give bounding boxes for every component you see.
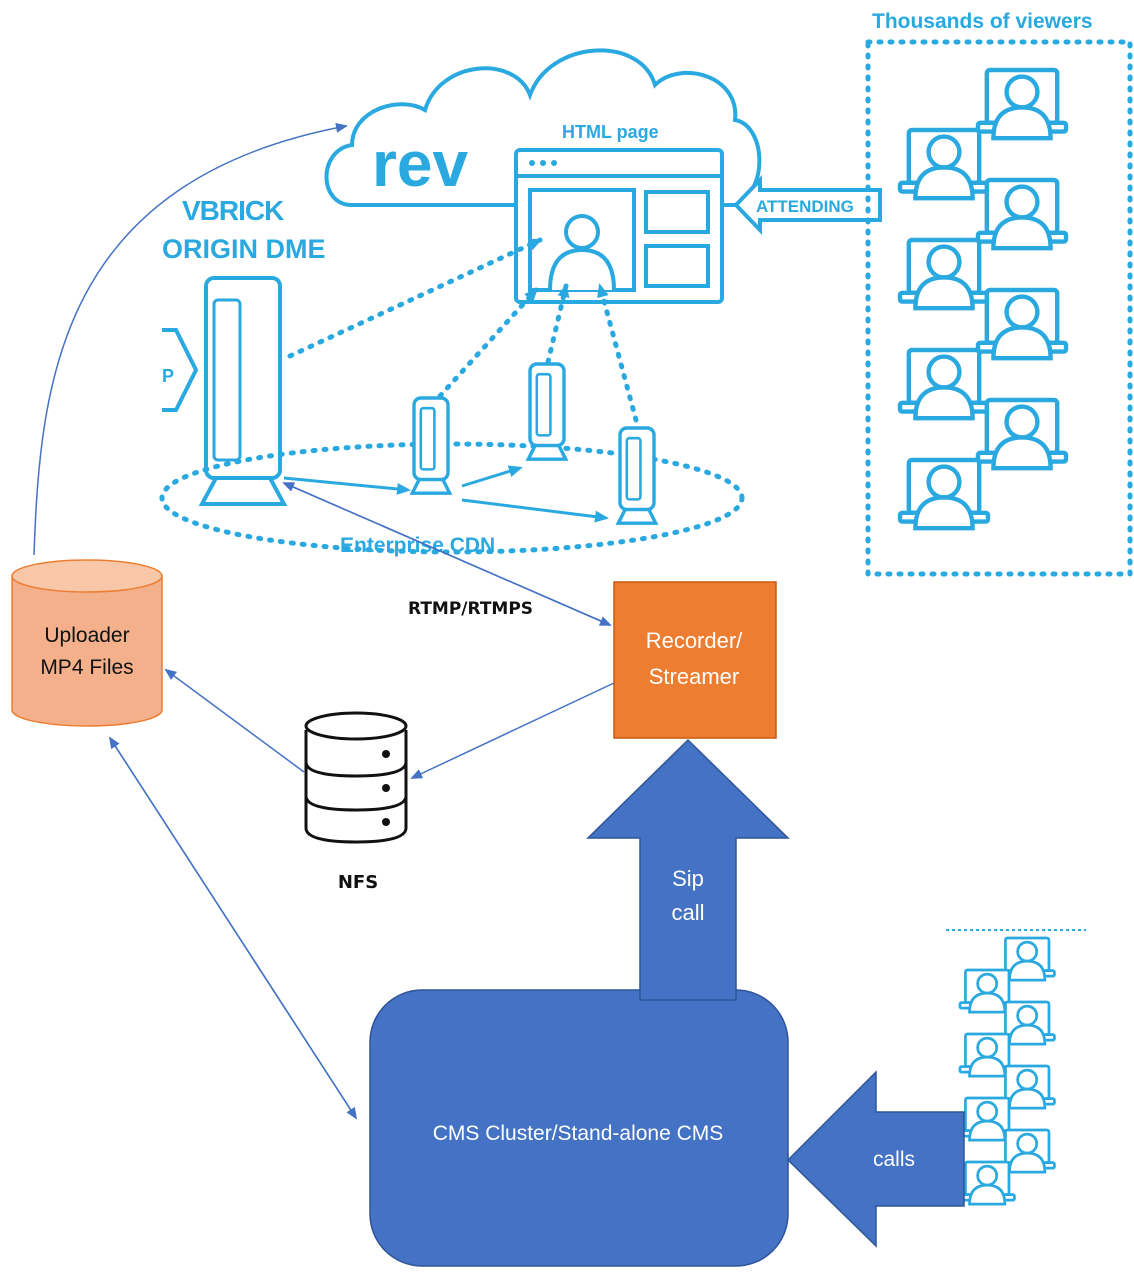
edge-engine-2-icon — [526, 362, 568, 461]
cylinder-storage-icon — [11, 559, 163, 727]
database-server-icon — [304, 711, 408, 844]
enterprise-cdn-label: Enterprise CDN — [340, 534, 495, 557]
viewer-laptop-icon — [900, 70, 1066, 528]
connector-arrows — [33, 122, 615, 1120]
uploader-label-line2: MP4 Files — [40, 656, 133, 679]
cms-box — [369, 989, 789, 1267]
sip-call-arrow — [586, 738, 790, 1001]
recorder-label-line1: Recorder/ — [646, 628, 743, 653]
vbrick-logo: VBRICK — [182, 195, 284, 226]
sip-label-line2: call — [671, 900, 704, 925]
calls-arrow — [786, 1070, 965, 1248]
cms-label: CMS Cluster/Stand-alone CMS — [433, 1122, 724, 1145]
calls-label: calls — [873, 1148, 915, 1171]
edge-engine-3-icon — [616, 426, 658, 525]
viewers-panel-boundary — [865, 39, 1133, 577]
recorder-streamer-box — [613, 581, 777, 739]
edge-engine-1-icon — [410, 396, 452, 495]
delivery-dotted-arrows — [287, 237, 639, 423]
attending-arrow — [733, 175, 882, 235]
sip-label-line1: Sip — [672, 866, 704, 891]
origin-dme-label: ORIGIN DME — [162, 234, 326, 264]
recorder-label-line2: Streamer — [649, 664, 739, 689]
enterprise-cdn-boundary — [159, 441, 745, 555]
browser-window-icon — [514, 148, 724, 304]
svg-text:P: P — [162, 366, 174, 386]
rtmp-label: RTMP/RTMPS — [408, 599, 533, 619]
html-page-label: HTML page — [562, 122, 659, 142]
uploader-label-line1: Uploader — [44, 624, 129, 647]
small-viewer-laptop-icon — [958, 936, 1056, 1206]
attending-label: ATTENDING — [756, 197, 854, 216]
rev-logo: rev — [372, 128, 469, 200]
ingest-arrow-icon: P — [162, 328, 199, 412]
cdn-distribution-arrows — [283, 465, 609, 523]
nfs-label: NFS — [338, 872, 378, 893]
origin-media-engine-icon — [198, 276, 288, 506]
thousands-of-viewers-label: Thousands of viewers — [872, 10, 1093, 33]
